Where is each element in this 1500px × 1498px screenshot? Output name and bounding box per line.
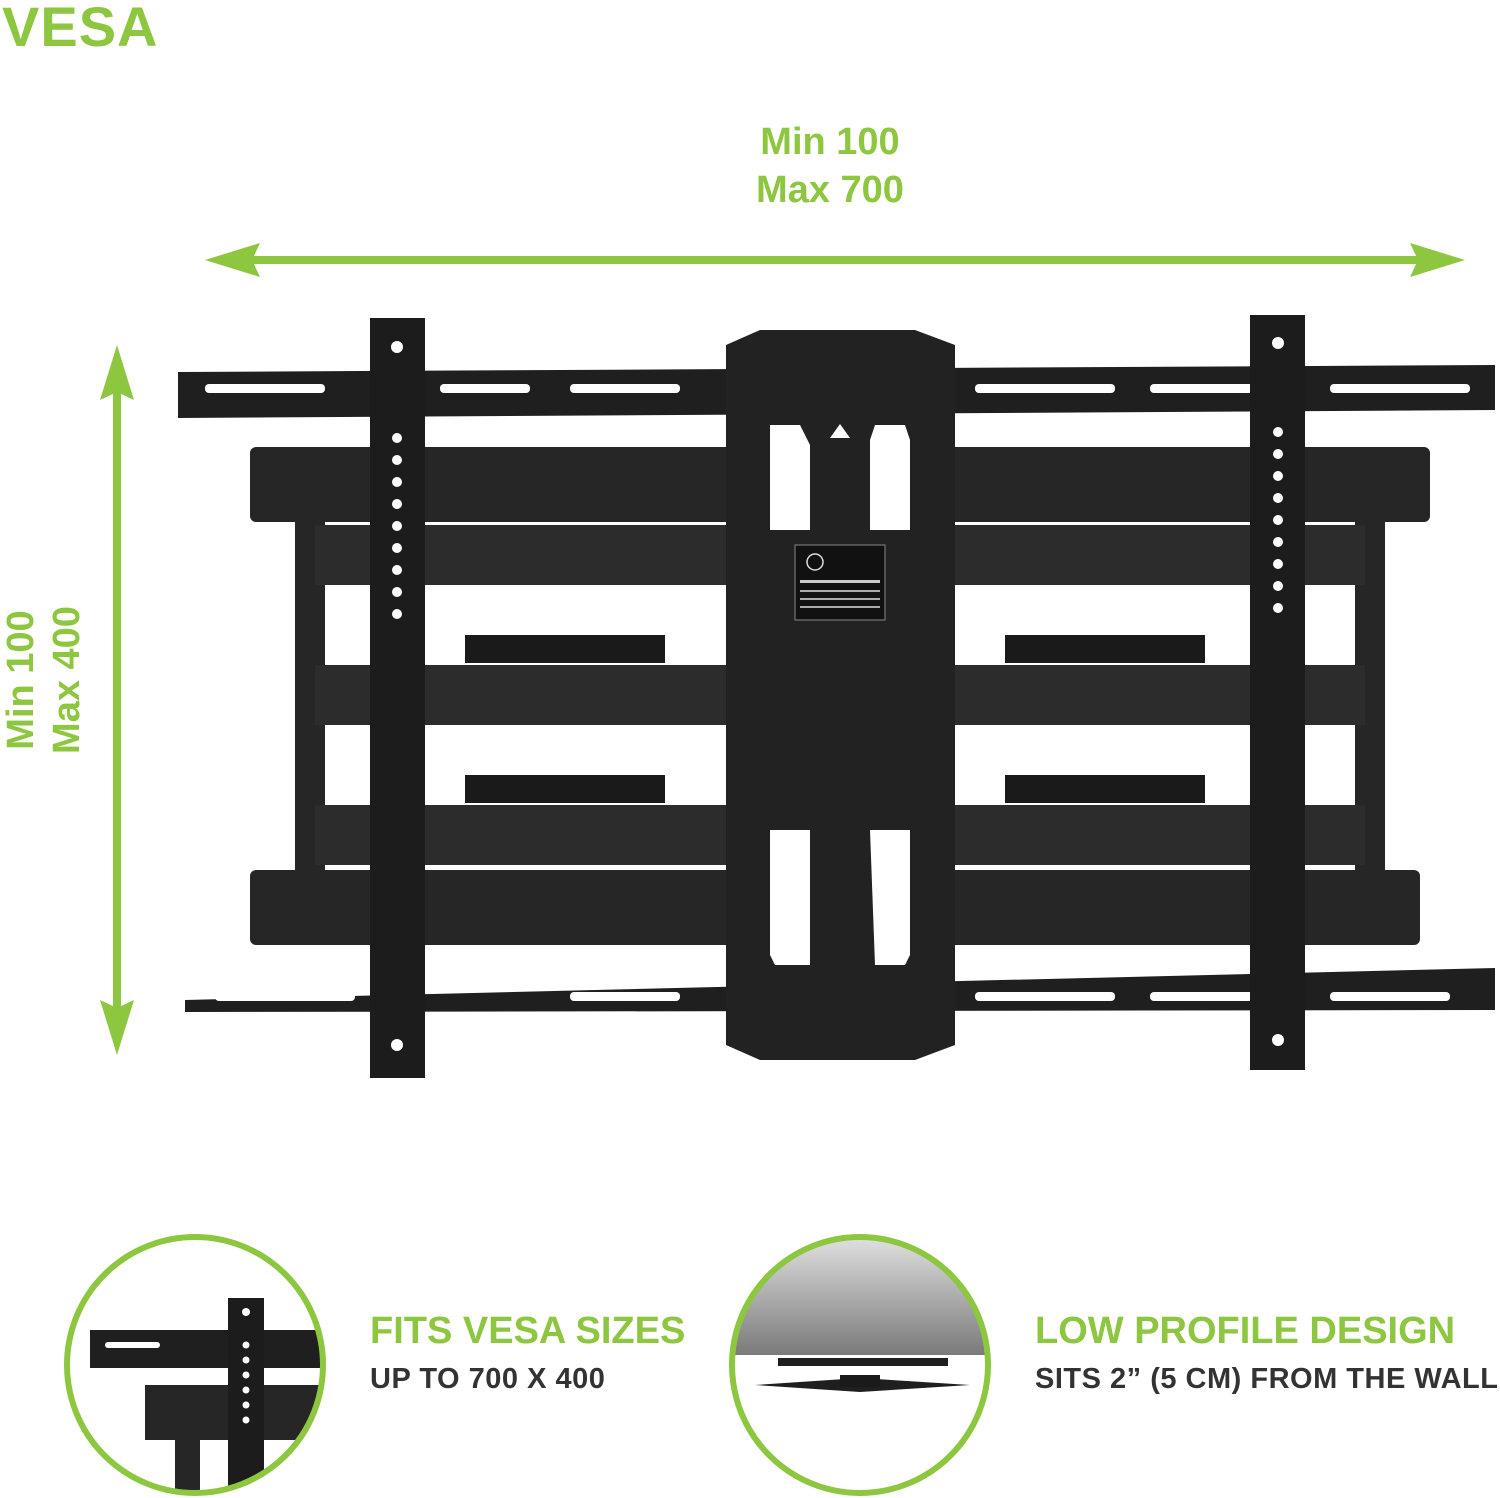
width-arrow-icon bbox=[205, 243, 1465, 277]
low-profile-tv-icon bbox=[729, 1234, 991, 1496]
feature-vesa-sizes: FITS VESA SIZES UP TO 700 X 400 bbox=[370, 1310, 685, 1396]
page-title: VESA bbox=[2, 0, 159, 58]
feature-low-profile: LOW PROFILE DESIGN SITS 2” (5 CM) FROM T… bbox=[1035, 1310, 1499, 1396]
width-dimension-label: Min 100 Max 700 bbox=[700, 118, 960, 214]
feature-subtext: UP TO 700 X 400 bbox=[370, 1363, 606, 1395]
bracket-closeup-icon bbox=[64, 1234, 326, 1496]
feature-subtext: SITS 2” (5 CM) FROM THE WALL bbox=[1035, 1363, 1499, 1395]
feature-heading: FITS VESA SIZES bbox=[370, 1310, 686, 1352]
width-min-label: Min 100 bbox=[760, 121, 900, 163]
feature-heading: LOW PROFILE DESIGN bbox=[1035, 1310, 1456, 1352]
width-max-label: Max 700 bbox=[756, 169, 904, 211]
tv-mount-bracket bbox=[178, 315, 1495, 1078]
height-arrow-icon bbox=[100, 345, 134, 1055]
